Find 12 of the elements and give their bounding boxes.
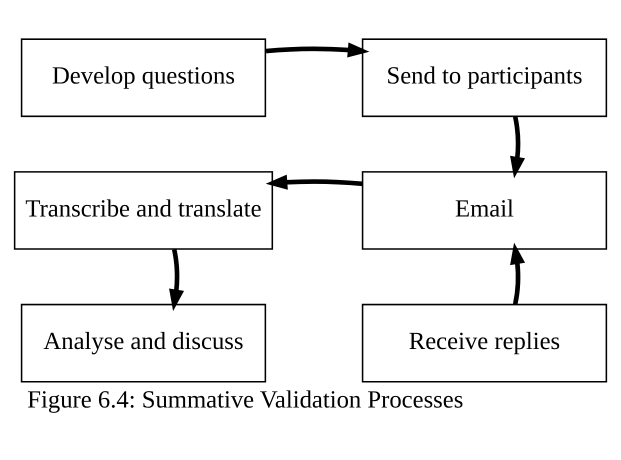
- arrow: [266, 174, 363, 190]
- node-box: Develop questions: [20, 38, 266, 117]
- node-box: Receive replies: [362, 303, 608, 382]
- arrow: [266, 42, 370, 57]
- node-box: Send to participants: [362, 38, 608, 117]
- node-box: Analyse and discuss: [20, 303, 266, 382]
- caption: Figure 6.4: Summative Validation Processes: [27, 386, 464, 414]
- arrow: [510, 116, 526, 178]
- node-box: Transcribe and translate: [14, 170, 274, 250]
- node-box: Email: [362, 170, 608, 250]
- arrow: [169, 248, 184, 311]
- arrow: [510, 242, 526, 304]
